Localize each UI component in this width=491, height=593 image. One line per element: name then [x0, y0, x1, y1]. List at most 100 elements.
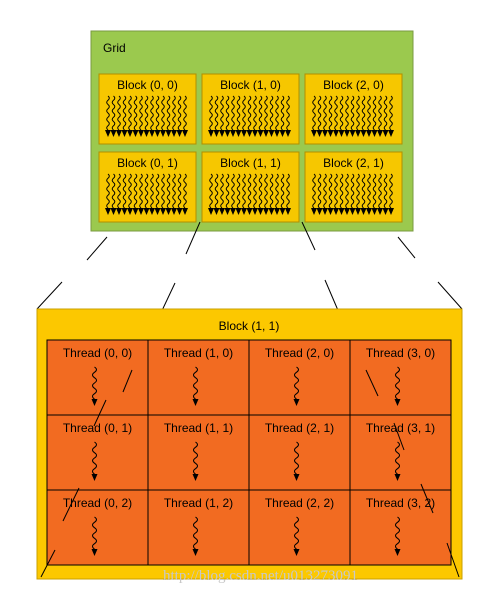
thread-arrow-icon	[311, 95, 317, 137]
thread-arrow-icon	[160, 173, 166, 215]
thread-arrow-icon	[257, 173, 264, 215]
thread-cell: Thread (2, 2)	[248, 489, 351, 566]
thread-arrow-icon	[127, 95, 133, 137]
thread-arrow-icon	[224, 173, 231, 215]
thread-arrow-icon	[388, 95, 394, 137]
thread-arrow-icon	[127, 173, 133, 215]
thread-cell-label: Thread (2, 1)	[265, 421, 334, 435]
thread-arrow-icon	[322, 173, 328, 215]
thread-arrow-icon	[182, 95, 188, 137]
zoom-lines-inner	[40, 369, 460, 578]
grid-blocks: Block (0, 0) Block (1, 0)Block (2, 0) Bloc…	[98, 73, 403, 223]
thread-arrow-icon	[293, 516, 300, 556]
thread-arrow-icon	[274, 173, 280, 215]
thread-arrow-icon	[138, 95, 144, 137]
thread-arrow-icon	[355, 173, 361, 215]
thread-arrow-icon	[394, 441, 401, 481]
grid-label: Grid	[103, 41, 126, 55]
thread-arrow-icon	[257, 95, 264, 137]
thread-cell: Thread (3, 2)	[349, 489, 452, 566]
thread-arrow-icon	[377, 95, 383, 137]
thread-arrow-icon	[105, 173, 111, 215]
thread-arrow-icon	[176, 95, 183, 137]
thread-arrow-icon	[192, 366, 199, 406]
thread-arrow-icon	[293, 366, 300, 406]
thread-arrow-icon	[327, 95, 334, 137]
thread-arrow-icon	[285, 95, 291, 137]
grid-block: Block (0, 0)	[98, 73, 197, 145]
thread-arrow-icon	[149, 173, 155, 215]
thread-cell: Thread (1, 2)	[147, 489, 250, 566]
thread-arrow-icon	[241, 173, 247, 215]
thread-cell-label: Thread (1, 0)	[164, 346, 233, 360]
grid-block-label: Block (0, 1)	[117, 156, 178, 170]
thread-cell: Thread (3, 0)	[349, 339, 452, 416]
watermark: http://blog.csdn.net/u013273091	[163, 568, 358, 584]
block-detail-label: Block (1, 1)	[219, 319, 280, 333]
thread-cell: Thread (1, 0)	[147, 339, 250, 416]
thread-arrow-icon	[91, 441, 98, 481]
thread-arrow-icon	[285, 173, 291, 215]
thread-arrow-icon	[182, 173, 188, 215]
thread-arrow-icon	[213, 95, 220, 137]
thread-arrow-icon	[355, 95, 361, 137]
thread-arrow-icon	[394, 366, 401, 406]
thread-arrow-icon	[394, 516, 401, 556]
thread-arrow-icon	[224, 95, 231, 137]
thread-arrow-icon	[91, 366, 98, 406]
thread-cell-label: Thread (1, 2)	[164, 496, 233, 510]
thread-arrow-icon	[208, 95, 214, 137]
thread-arrow-icon	[192, 516, 199, 556]
grid-block: Block (0, 1)	[98, 151, 197, 223]
thread-arrow-icon	[235, 95, 242, 137]
thread-arrow-icon	[268, 95, 275, 137]
thread-arrow-icon	[279, 95, 286, 137]
thread-cell-label: Thread (0, 1)	[63, 421, 132, 435]
thread-arrow-icon	[160, 95, 166, 137]
thread-arrow-icon	[132, 95, 139, 137]
thread-cell-label: Thread (2, 2)	[265, 496, 334, 510]
thread-arrow-icon	[333, 173, 339, 215]
thread-arrow-icon	[213, 173, 220, 215]
thread-arrow-icon	[235, 173, 242, 215]
thread-arrow-icon	[338, 95, 345, 137]
thread-arrow-icon	[366, 173, 372, 215]
grid-block-label: Block (2, 1)	[323, 156, 384, 170]
thread-arrow-icon	[349, 173, 356, 215]
thread-arrow-icon	[230, 173, 236, 215]
grid-block: Block (1, 0)	[201, 73, 300, 145]
thread-cell-label: Thread (3, 0)	[366, 346, 435, 360]
thread-grid: Thread (0, 0)Thread (1, 0)Thread (2, 0)T…	[46, 339, 452, 566]
thread-arrow-icon	[349, 95, 356, 137]
thread-arrow-icon	[143, 95, 150, 137]
thread-arrow-icon	[241, 95, 247, 137]
thread-arrow-icon	[252, 95, 258, 137]
thread-arrow-icon	[105, 95, 111, 137]
thread-cell: Thread (0, 1)	[46, 414, 149, 491]
thread-cell: Thread (0, 2)	[46, 489, 149, 566]
thread-arrow-icon	[252, 173, 258, 215]
zoom-lines	[36, 221, 463, 337]
thread-cell-label: Thread (2, 0)	[265, 346, 334, 360]
thread-arrow-icon	[344, 95, 350, 137]
thread-arrow-icon	[382, 95, 389, 137]
thread-arrow-icon	[377, 173, 383, 215]
thread-arrow-icon	[327, 173, 334, 215]
thread-arrow-icon	[116, 95, 122, 137]
thread-cell-label: Thread (3, 1)	[366, 421, 435, 435]
thread-arrow-icon	[322, 95, 328, 137]
thread-arrow-icon	[171, 95, 177, 137]
thread-arrow-icon	[149, 95, 155, 137]
thread-arrow-icon	[344, 173, 350, 215]
thread-arrow-icon	[333, 95, 339, 137]
thread-cell-label: Thread (1, 1)	[164, 421, 233, 435]
thread-arrow-icon	[279, 173, 286, 215]
grid-block: Block (2, 0)	[304, 73, 403, 145]
thread-arrow-icon	[293, 441, 300, 481]
thread-arrow-icon	[263, 173, 269, 215]
thread-arrow-icon	[219, 173, 225, 215]
thread-arrow-icon	[121, 173, 128, 215]
thread-arrow-icon	[165, 173, 172, 215]
grid-block-label: Block (0, 0)	[117, 78, 178, 92]
